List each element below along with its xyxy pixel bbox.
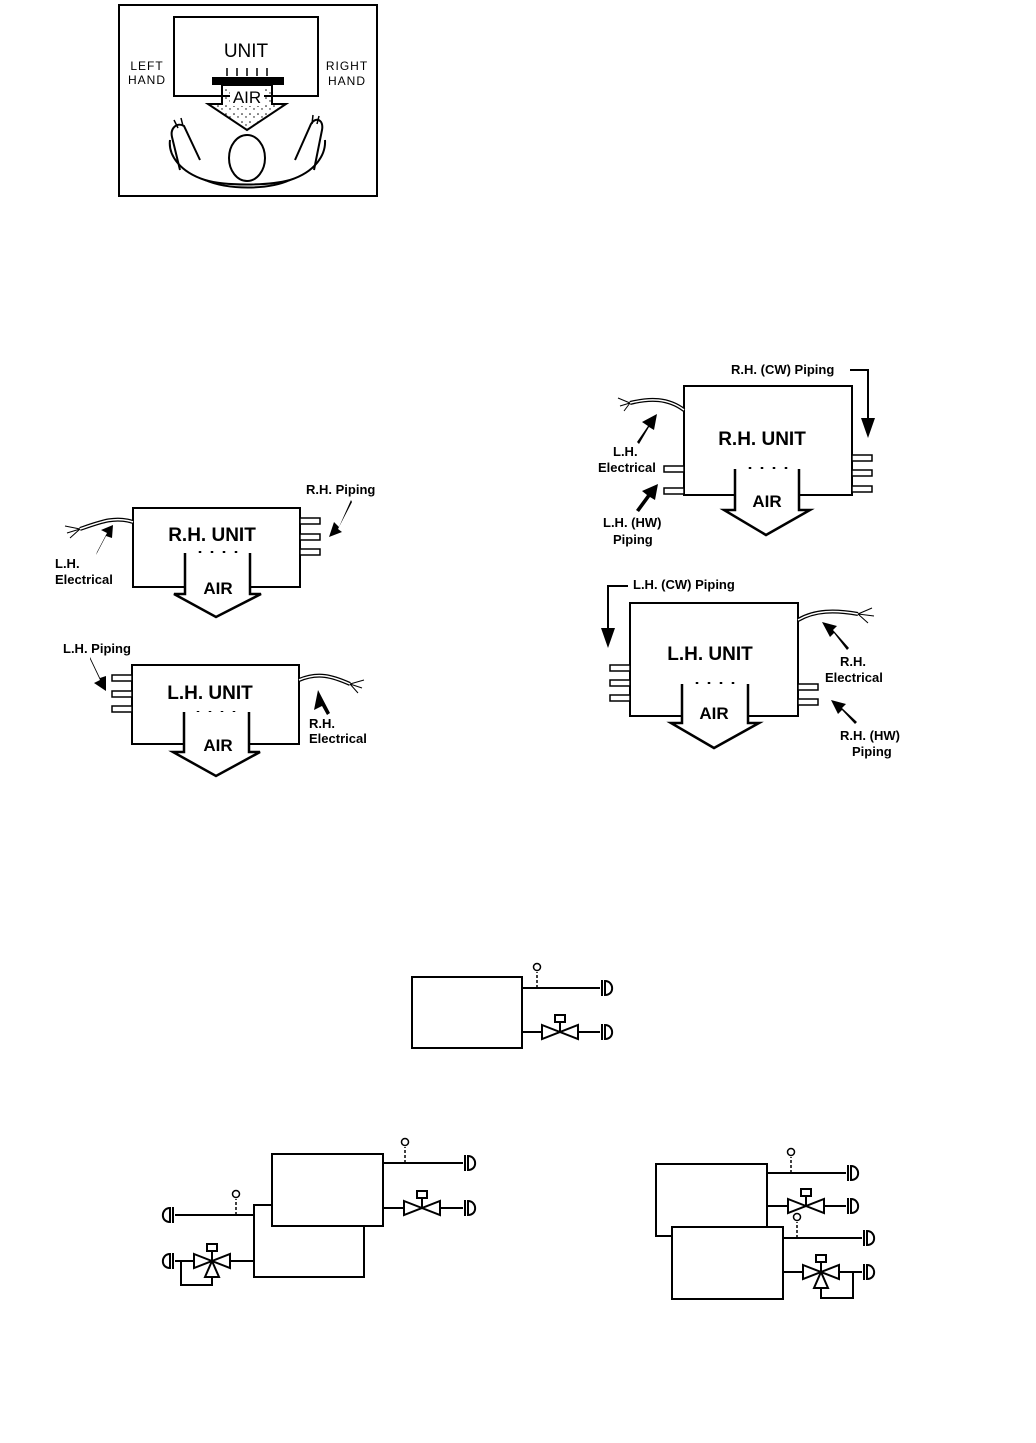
dual-rh-wiring [617,397,686,412]
piping-schematic-stacked-left [161,1137,477,1286]
single-lh-air-label: AIR [203,736,232,755]
key-air-label: AIR [233,88,261,107]
pipe-union-icon [847,1164,860,1182]
pipe-union-icon [863,1263,876,1281]
air-vent-icon [786,1147,796,1174]
single-rh-pipe-stubs [299,517,321,556]
pipe-union-icon [161,1206,174,1224]
three-way-valve-icon [193,1243,231,1278]
dual-rh-electrical-2: Electrical [598,460,656,475]
dual-rh-unit-label: R.H. UNIT [718,429,806,450]
air-vent-icon [231,1189,241,1216]
schematic-upper-coil [655,1163,768,1237]
dual-rh-hw-1: L.H. (HW) [603,515,661,530]
single-rh-electrical-2: Electrical [55,572,113,587]
key-left-hand-2: HAND [128,73,166,87]
dual-lh-air-arrow: AIR [666,682,764,750]
single-rh-air-arrow: AIR [173,551,262,619]
pipe-union-icon [601,979,614,997]
single-lh-pipe-stubs [111,674,133,713]
dual-rh-cw-leader [850,369,869,420]
dual-lh-electrical-2: Electrical [825,670,883,685]
pipe-union-icon [863,1229,876,1247]
piping-schematic-stacked-right [655,1147,876,1300]
dual-rh-hw-2: Piping [613,532,653,547]
dual-rh-cw-label: R.H. (CW) Piping [731,362,834,377]
schematic-upper-coil [271,1153,384,1227]
air-vent-icon [532,962,542,989]
single-rh-air-label: AIR [203,579,232,598]
key-right-hand-2: HAND [328,74,366,88]
single-lh-air-arrow: AIR [168,711,261,778]
orientation-key: UNIT AIR LEFT HAND RIGHT HAND [118,4,378,197]
single-lh-electrical-2: Electrical [309,731,367,746]
key-left-hand-1: LEFT [130,59,163,73]
dual-lh-wiring [796,607,875,624]
single-lh-electrical-1: R.H. [309,716,335,731]
piping-schematic-single [411,962,614,1049]
schematic-single-coil [411,976,523,1049]
dual-lh-electrical-arrow [822,622,849,650]
dual-rh-pipe-stubs [663,454,873,495]
single-lh-unit-diagram: L.H. UNIT AIR L.H. Piping R.H. Electrica… [63,641,367,778]
single-rh-unit-diagram: R.H. UNIT AIR L.H. Electrical R.H. Pipin… [55,482,375,619]
dual-lh-cw-leader [607,585,628,630]
pipe-union-icon [601,1023,614,1041]
two-way-valve-icon [541,1014,579,1040]
dual-lh-air-label: AIR [699,704,728,723]
dual-rh-cw-arrowhead [861,418,875,438]
pipe-union-icon [847,1197,860,1215]
single-rh-piping-label: R.H. Piping [306,482,375,497]
dual-rh-electrical-1: L.H. [613,444,638,459]
single-rh-piping-arrow [329,500,352,537]
person-figure [168,114,327,189]
single-lh-wiring [298,673,365,694]
dual-rh-air-label: AIR [752,492,781,511]
single-lh-piping-label: L.H. Piping [63,641,131,656]
air-vent-icon [792,1212,802,1239]
single-rh-electrical-arrow [96,525,113,555]
three-way-valve-icon [802,1254,840,1289]
pipe-union-icon [464,1154,477,1172]
dual-lh-cw-label: L.H. (CW) Piping [633,577,735,592]
dual-rh-hw-arrow [636,484,658,512]
dual-lh-hw-2: Piping [852,744,892,759]
single-lh-piping-arrow [90,657,106,691]
single-rh-unit-label: R.H. UNIT [168,525,256,546]
dual-lh-pipe-stubs [609,664,819,706]
two-way-valve-icon [403,1190,441,1216]
schematic-lower-coil [671,1226,784,1300]
single-rh-electrical-1: L.H. [55,556,80,571]
dual-lh-hw-arrow [831,700,857,724]
dual-rh-air-arrow: AIR [719,467,815,537]
single-lh-unit-label: L.H. UNIT [167,683,253,704]
two-way-valve-icon [787,1188,825,1214]
pipe-union-icon [161,1252,174,1270]
dual-lh-hw-1: R.H. (HW) [840,728,900,743]
pipe-union-icon [464,1199,477,1217]
dual-lh-unit-label: L.H. UNIT [667,644,753,665]
dual-rh-unit-diagram: R.H. UNIT AIR R.H. (CW) Piping L.H. Elec… [598,362,875,547]
key-unit-label: UNIT [224,41,269,62]
dual-rh-electrical-arrow [637,414,657,444]
single-lh-electrical-arrow [314,690,330,715]
dual-lh-unit-diagram: L.H. UNIT AIR L.H. (CW) Piping R.H. Elec… [601,577,900,759]
air-vent-icon [400,1137,410,1164]
dual-lh-cw-arrowhead [601,628,615,648]
key-right-hand-1: RIGHT [326,59,368,73]
key-discharge-bar [212,77,284,85]
dual-lh-electrical-1: R.H. [840,654,866,669]
single-rh-wiring [64,517,134,539]
key-air-arrow: AIR [204,68,290,132]
